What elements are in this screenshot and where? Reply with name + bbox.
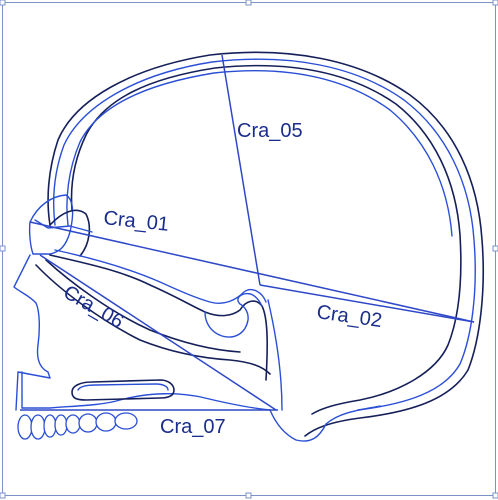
- orbit-contour: [28, 194, 74, 255]
- teeth-row: [17, 412, 138, 440]
- handle-bottom-left[interactable]: [0, 492, 6, 499]
- measure-line-cra-06: [39, 254, 277, 411]
- measurement-lines: [20, 54, 475, 411]
- orbit-inner-contour: [49, 209, 91, 257]
- measure-line-cra-05: [221, 54, 261, 286]
- handle-middle-right[interactable]: [492, 245, 498, 252]
- mastoid-process: [204, 292, 263, 338]
- tooth-5: [65, 414, 81, 434]
- tooth-6: [78, 413, 98, 433]
- cheek-contour: [35, 264, 271, 375]
- cranial-base-contour: [269, 405, 381, 442]
- handle-top-left[interactable]: [0, 0, 6, 6]
- maxillary-oval-inner: [77, 383, 169, 391]
- handle-top-right[interactable]: [492, 0, 498, 6]
- handle-middle-left[interactable]: [0, 245, 6, 252]
- tooth-4: [54, 414, 68, 436]
- maxilla-lower-contour: [45, 259, 241, 353]
- tooth-3: [43, 414, 57, 438]
- handle-top-center[interactable]: [245, 0, 252, 6]
- cranium-outer-contour-2: [53, 58, 476, 411]
- cranium-outer-contour: [47, 51, 484, 437]
- skull-outline: [13, 51, 484, 442]
- label-cra-02: Cra_02: [315, 301, 383, 332]
- measure-line-cra-01: [29, 221, 475, 323]
- cranium-inner-contour: [70, 64, 462, 415]
- maxillary-oval: [71, 379, 175, 401]
- handle-bottom-center[interactable]: [245, 492, 252, 499]
- label-cra-07: Cra_07: [160, 416, 226, 438]
- tooth-1: [17, 414, 33, 440]
- label-cra-06: Cra_06: [60, 281, 128, 333]
- measurement-labels: Cra_05 Cra_01 Cra_02 Cra_06 Cra_07: [60, 120, 384, 438]
- zygomatic-arch-2: [54, 249, 267, 304]
- palate-contour: [21, 371, 271, 411]
- tooth-8: [114, 412, 138, 430]
- cranium-inner-contour-2: [66, 70, 453, 237]
- handle-bottom-right[interactable]: [492, 492, 498, 499]
- tooth-2: [30, 414, 46, 440]
- measure-line-cra-02: [259, 284, 475, 323]
- ear-region: [267, 299, 283, 411]
- label-cra-01: Cra_01: [102, 207, 170, 236]
- nasal-maxilla-contour: [13, 254, 51, 411]
- tooth-7: [95, 412, 117, 432]
- label-cra-05: Cra_05: [237, 120, 303, 142]
- zygomatic-arch: [49, 254, 268, 381]
